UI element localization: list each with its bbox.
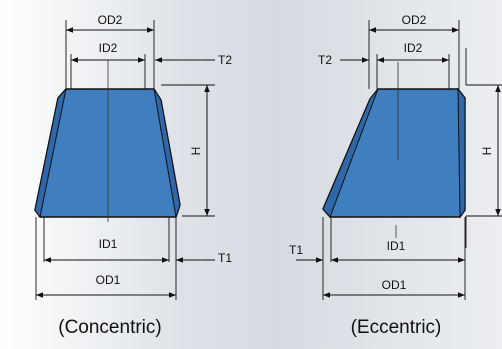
- eccentric-caption: (Eccentric): [351, 317, 442, 338]
- eccentric-right-bevel: [457, 87, 466, 219]
- concentric-right-bevel: [153, 88, 181, 218]
- eccentric-od2-label: OD2: [402, 13, 427, 27]
- concentric-t1-label: T1: [218, 251, 232, 265]
- eccentric-dimension-lines: [296, 27, 501, 298]
- eccentric-od1-label: OD1: [382, 278, 407, 292]
- eccentric-id2-label: ID2: [404, 41, 423, 55]
- concentric-h-label: H: [189, 147, 203, 156]
- eccentric-t2-label: T2: [318, 53, 332, 67]
- eccentric-left-bevel: [322, 88, 379, 218]
- eccentric-id1-label: ID1: [387, 239, 406, 253]
- concentric-dimension-lines: [36, 27, 215, 298]
- concentric-left-bevel: [34, 87, 67, 219]
- concentric-t2-label: T2: [218, 53, 232, 67]
- concentric-od2-label: OD2: [98, 13, 123, 27]
- eccentric-reducer: OD2 ID2 T2 H ID1 T1 OD1 (Eccentric): [289, 13, 502, 338]
- eccentric-body: [322, 88, 466, 218]
- eccentric-h-label: H: [480, 147, 494, 156]
- concentric-od1-label: OD1: [96, 273, 121, 287]
- concentric-caption: (Concentric): [58, 317, 161, 338]
- concentric-id2-label: ID2: [99, 41, 118, 55]
- concentric-id1-label: ID1: [99, 237, 118, 251]
- concentric-reducer: OD2 ID2 T2 H ID1 T1 OD1 (Concentric): [34, 13, 232, 338]
- eccentric-t1-label: T1: [289, 243, 303, 257]
